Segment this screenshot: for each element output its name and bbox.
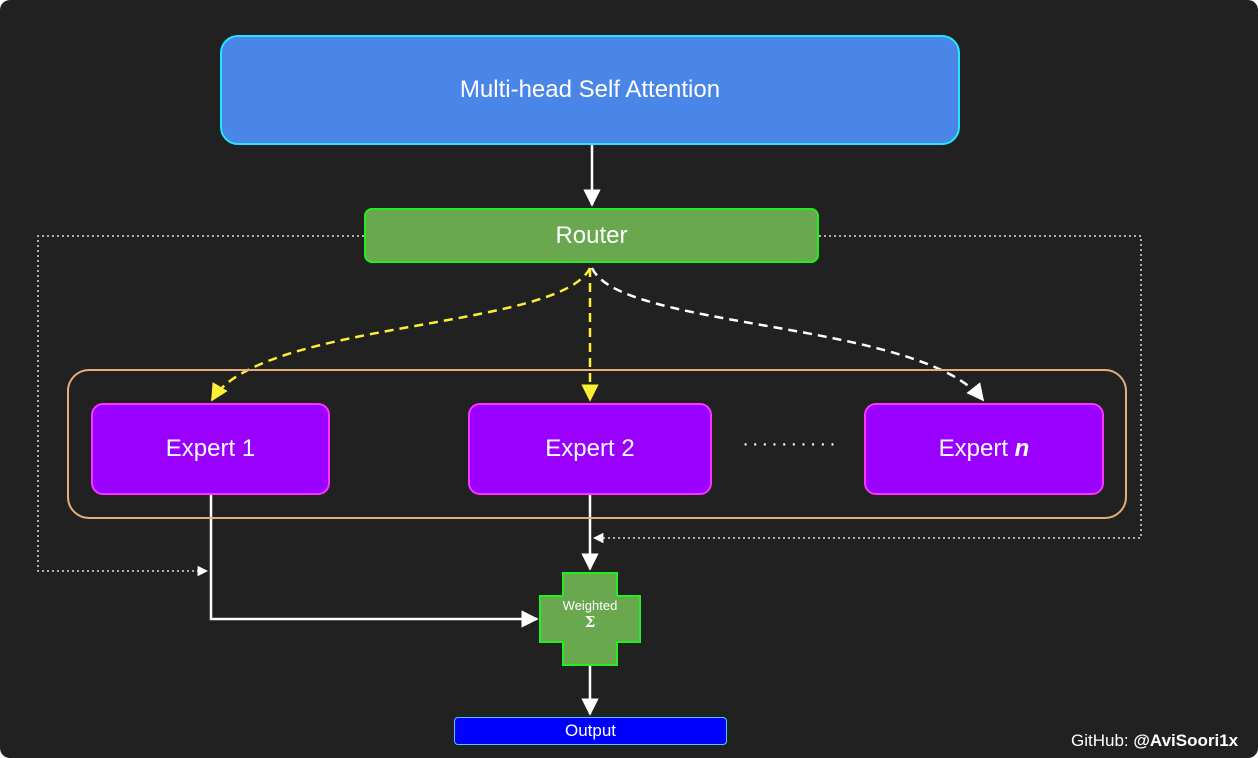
router-label: Router	[555, 221, 628, 249]
router-to-expert1-arrow	[210, 267, 592, 402]
residual-right-line	[592, 235, 1142, 544]
experts-group	[67, 369, 1127, 519]
expert-n-index: n	[1014, 435, 1030, 462]
expert-n-node: Expert n	[864, 403, 1104, 495]
more-experts-ellipsis: ··········	[742, 433, 839, 455]
expert-2-label: Expert 2	[545, 435, 635, 462]
credit-handle: @AviSoori1x	[1133, 731, 1239, 750]
router-node: Router	[364, 208, 819, 263]
expert-2-node: Expert 2	[468, 403, 712, 495]
router-to-expertn-arrow	[590, 267, 985, 402]
output-node: Output	[454, 717, 727, 745]
expert-1-node: Expert 1	[91, 403, 330, 495]
expert-1-label: Expert 1	[165, 435, 256, 462]
github-credit: GitHub: @AviSoori1x	[1071, 731, 1238, 751]
weighted-sum-node	[539, 572, 641, 666]
expert1-to-sum-arrow	[209, 495, 539, 628]
residual-left-line	[37, 235, 364, 577]
expert-n-label: Expert n	[938, 435, 1030, 462]
attention-node: Multi-head Self Attention	[220, 35, 960, 145]
sigma-symbol: Σ	[584, 613, 596, 631]
output-label: Output	[564, 721, 617, 740]
weighted-sum-text: Weighted	[562, 598, 618, 613]
weighted-sum-label: Weighted Σ	[540, 598, 640, 630]
attention-label: Multi-head Self Attention	[459, 76, 721, 103]
credit-prefix: GitHub:	[1071, 731, 1134, 750]
